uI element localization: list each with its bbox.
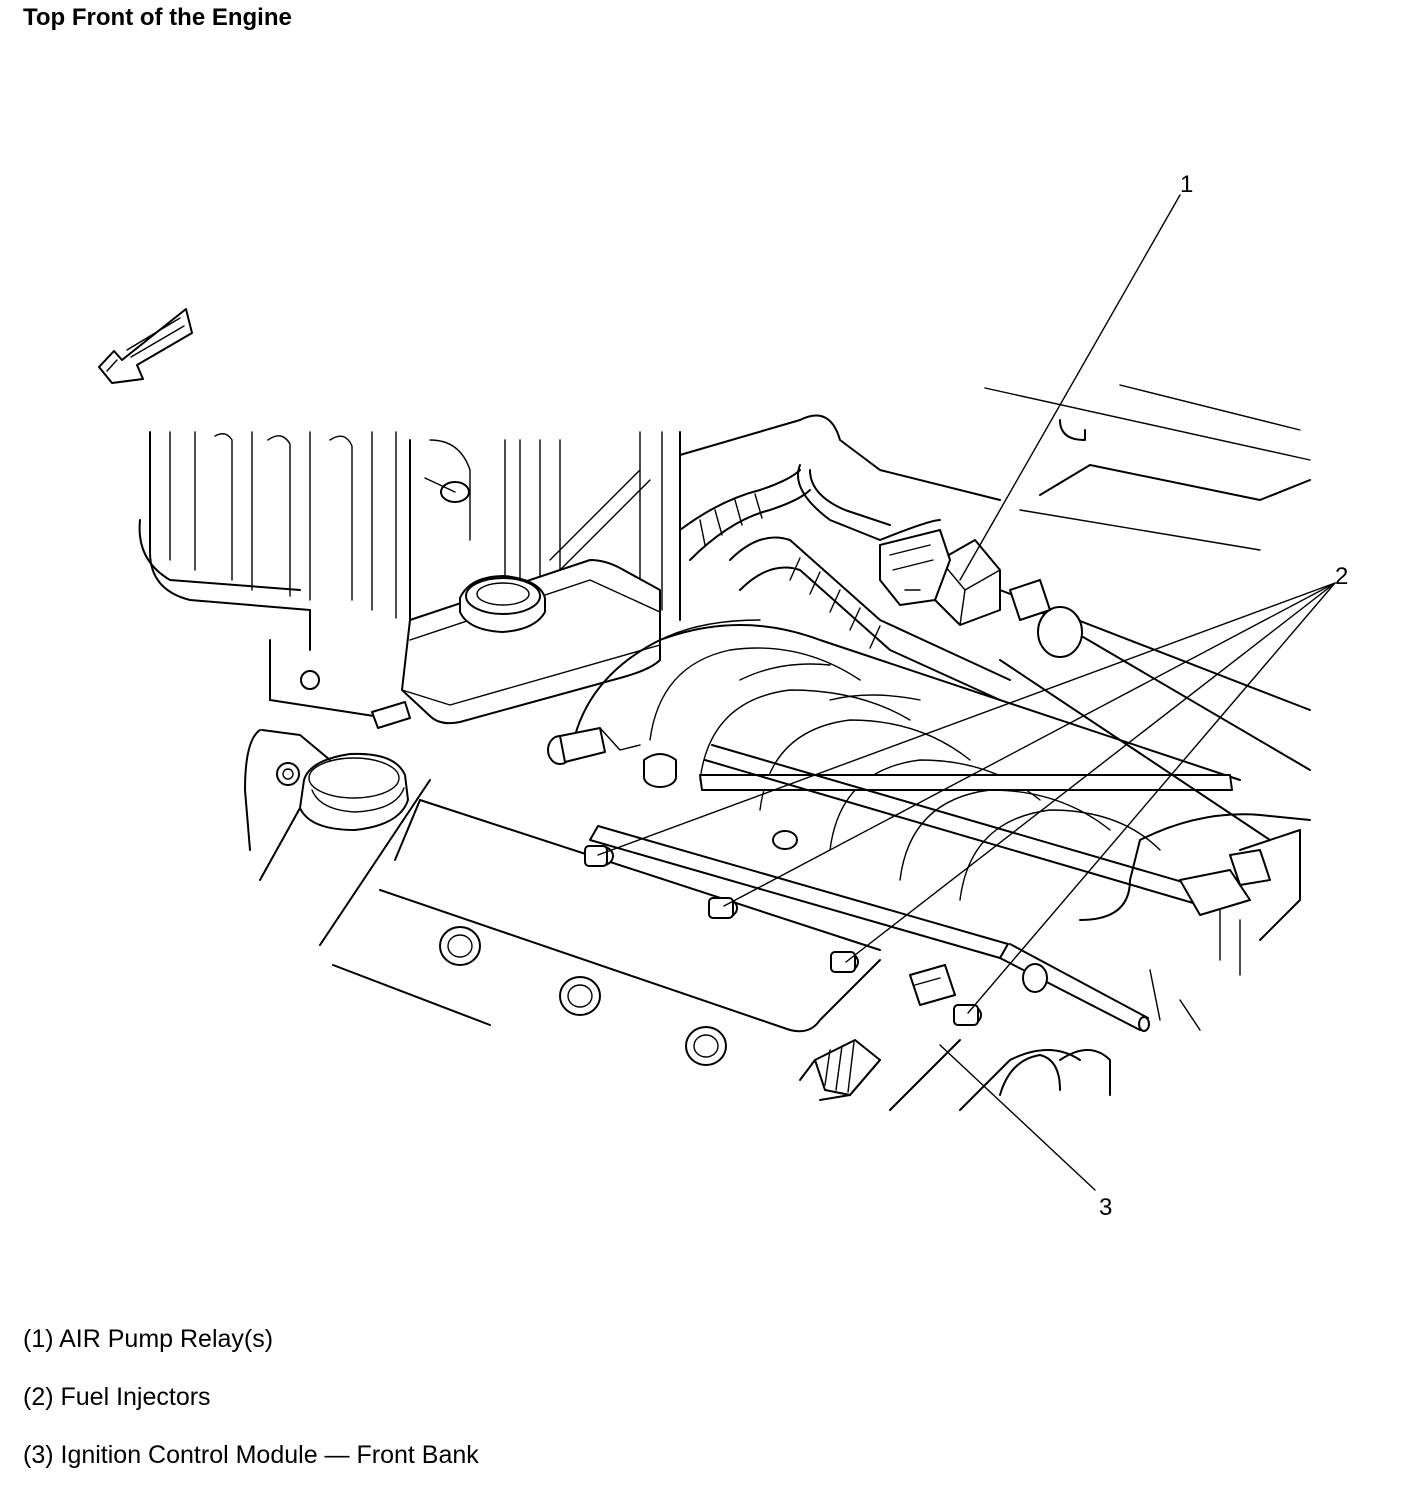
leader-line-2b — [723, 582, 1336, 907]
fuel-injectors — [547, 727, 1048, 1026]
callout-2: 2 — [1335, 563, 1348, 590]
callout-leader-lines — [597, 194, 1336, 1191]
engine-bracket-left — [244, 729, 331, 851]
legend-item-air-pump-relay: (1) AIR Pump Relay(s) — [23, 1325, 274, 1353]
intake-manifold — [569, 619, 1311, 921]
coolant-reservoir — [371, 559, 661, 729]
wiring-harness — [679, 464, 1011, 701]
firewall-structure — [679, 384, 1311, 841]
ignition-control-module — [889, 829, 1301, 1111]
valve-cover — [319, 779, 881, 1066]
callout-3: 3 — [1099, 1194, 1112, 1221]
callout-1: 1 — [1180, 171, 1193, 198]
legend-item-ignition-control-module: (3) Ignition Control Module — Front Bank — [23, 1441, 479, 1469]
leader-line-3 — [939, 1044, 1096, 1191]
leader-line-2d — [967, 582, 1336, 1014]
leader-line-2c — [845, 582, 1336, 963]
air-pump-relay — [879, 529, 1001, 626]
leader-line-1 — [959, 194, 1181, 581]
diagram-title: Top Front of the Engine — [23, 4, 292, 31]
air-cleaner-housing — [138, 431, 681, 721]
engine-vent-grille — [799, 1039, 881, 1101]
front-direction-arrow-icon — [98, 308, 193, 384]
fuel-rail — [589, 744, 1233, 1032]
leader-line-2a — [597, 582, 1336, 856]
legend-item-fuel-injectors: (2) Fuel Injectors — [23, 1383, 211, 1411]
